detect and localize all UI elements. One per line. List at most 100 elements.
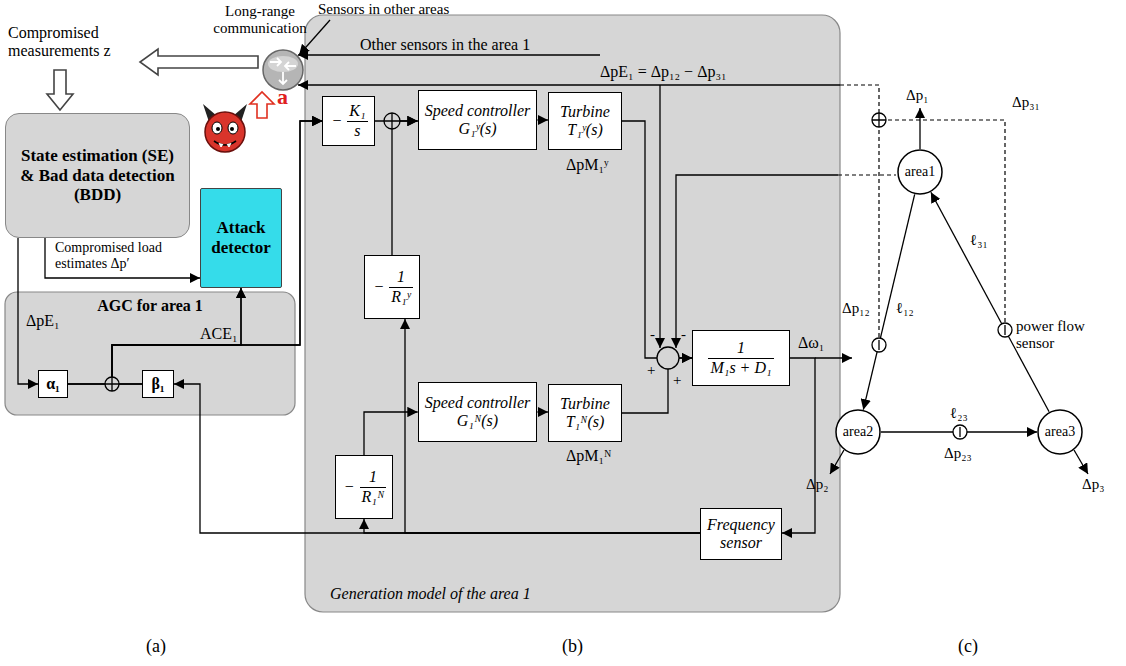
annotation: ℓ₁₂	[896, 300, 914, 317]
node-text: β₁	[151, 375, 164, 393]
connector	[537, 411, 548, 412]
node-text: R₁ʸ	[389, 288, 412, 306]
drawing-part	[676, 175, 838, 348]
connector	[364, 519, 700, 533]
annotation: ΔpM₁ʸ	[566, 156, 609, 174]
drawing-part	[830, 450, 844, 474]
drawing-part	[872, 338, 886, 352]
connector	[392, 121, 418, 255]
annotation: Long-range communication	[210, 3, 310, 38]
annotation: a	[277, 84, 288, 109]
annotation: ΔpM₁ᴺ	[566, 447, 612, 465]
connector	[18, 238, 38, 384]
node-text: Frequency sensor	[707, 516, 775, 553]
drawing-part	[1004, 325, 1005, 335]
node-text: Turbine	[560, 395, 610, 413]
annotation: Δp₂₃	[944, 445, 972, 462]
connector	[931, 192, 1049, 411]
annotation: power flow sensor	[1016, 318, 1096, 353]
summing-junctions	[105, 113, 886, 391]
annotation: (b)	[562, 636, 583, 657]
drawing-part	[919, 108, 920, 149]
node-text: G₁ᴺ(s)	[457, 412, 498, 430]
node-text: 1	[360, 468, 387, 487]
annotation: -	[650, 326, 655, 343]
connector	[863, 194, 914, 409]
annotation: ℓ₂₃	[950, 405, 968, 422]
circle-outline	[1038, 410, 1082, 454]
area-circle: area3	[1037, 409, 1083, 455]
connector	[45, 238, 200, 278]
node-text: M₁s + D₁	[708, 359, 773, 377]
node-text: K₁	[347, 102, 367, 121]
drawing-part	[219, 143, 231, 147]
annotation: ΔpE₁ = Δp₁₂ − Δp₃₁	[600, 63, 727, 81]
drawing-part	[105, 377, 119, 391]
drawing-part	[140, 49, 258, 75]
controller-panel: AGC for area 1α₁β₁	[5, 292, 295, 415]
annotation: Compromised measurements z	[8, 24, 138, 61]
circle-outline	[898, 150, 942, 194]
node-text: −	[329, 112, 344, 130]
annotation: +	[673, 372, 681, 389]
area-circle: area2	[835, 409, 881, 455]
power-flow-sensors	[872, 323, 1012, 439]
drawing-part	[953, 425, 967, 439]
drawing-part	[872, 113, 886, 127]
drawing-part	[872, 113, 886, 127]
node-text: α₁	[46, 375, 60, 393]
drawing-part	[1074, 450, 1088, 474]
drawing-part	[659, 85, 660, 348]
node-text: 1	[389, 268, 412, 287]
node-text: Speed controller	[425, 394, 531, 412]
annotation: Δp₃	[1082, 476, 1104, 493]
drawing-part	[270, 58, 296, 84]
annotation: +	[647, 362, 655, 379]
node-text: Generation model of the area 1	[330, 585, 531, 603]
node-text: Turbine	[560, 103, 610, 121]
annotation: -	[681, 326, 686, 343]
gain-block: β₁	[142, 370, 174, 398]
attacker-icon	[203, 104, 247, 152]
drawing-part	[230, 127, 234, 131]
drawing-part	[216, 127, 220, 131]
node-text: area1	[905, 164, 935, 180]
drawing-part	[47, 70, 73, 110]
annotation: Other sensors in the area 1	[360, 36, 530, 54]
gain-block: α₁	[38, 370, 68, 398]
node-text: Attack detector	[207, 218, 275, 257]
signal-wires	[298, 20, 1088, 474]
connector	[622, 121, 692, 358]
annotation: Δp₁₂	[842, 300, 870, 317]
drawing-part	[657, 347, 679, 369]
node-text: area2	[843, 424, 873, 440]
connector	[174, 384, 700, 533]
drawing-part	[205, 112, 245, 152]
drawing-part	[298, 84, 840, 85]
turbine-block: TurbineT₁ᴺ(s)	[548, 384, 622, 442]
annotation: Δp₃₁	[1012, 94, 1040, 111]
connector	[364, 412, 418, 455]
turbine-block: TurbineT₁ʸ(s)	[548, 92, 622, 150]
droop-block: −1R₁ʸ	[364, 255, 419, 319]
detector-box: Attack detector	[200, 188, 282, 288]
area-circle: area1	[897, 149, 943, 195]
edge-label: ΔpE₁	[26, 312, 60, 330]
measurement-dashes	[838, 85, 1005, 337]
drawing-part	[959, 427, 960, 437]
annotation: Δp₁	[906, 87, 928, 104]
annotation: (c)	[958, 636, 978, 657]
drawing-part	[878, 127, 879, 337]
agc-panel-fill	[5, 292, 295, 415]
drawing-part	[384, 113, 400, 129]
annotation: Δp₂	[806, 476, 828, 493]
node-text: s	[347, 122, 367, 140]
sensor-block: Frequency sensor	[700, 508, 782, 560]
connector	[622, 358, 692, 413]
drawing-part	[384, 113, 400, 129]
controller-block: Speed controllerG₁ᴺ(s)	[418, 382, 538, 442]
drawing-part	[998, 323, 1012, 337]
node-text: T₁ʸ(s)	[567, 121, 602, 139]
circle-outline	[836, 410, 880, 454]
